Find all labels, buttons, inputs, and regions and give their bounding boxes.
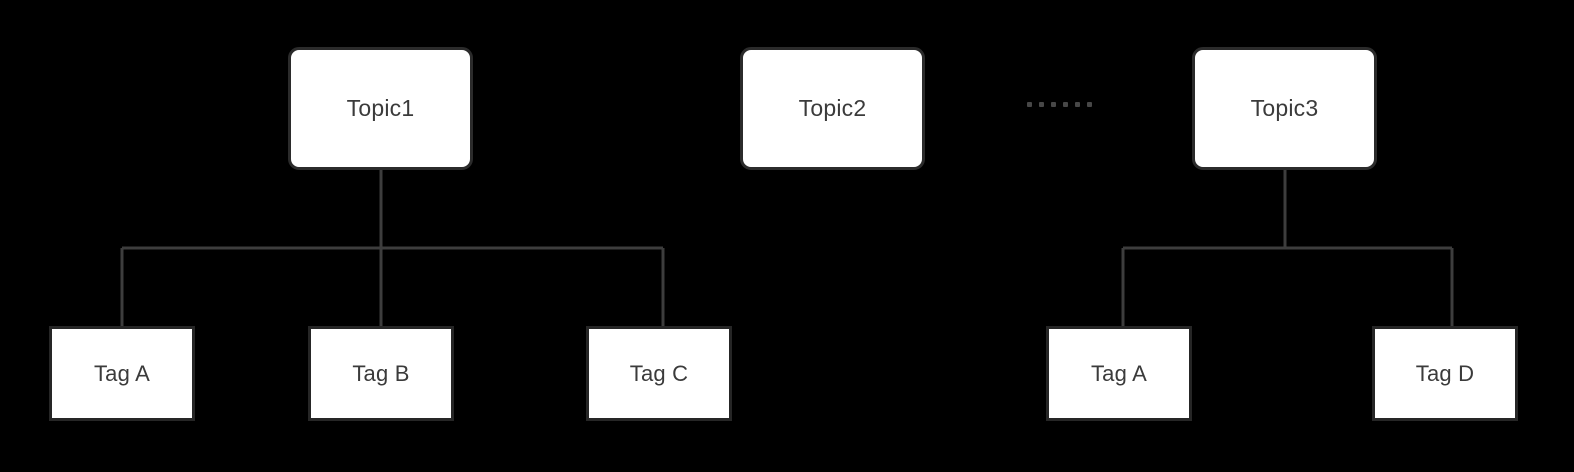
node-tag-a-topic3-label: Tag A	[1090, 360, 1148, 386]
ellipsis-dot	[1027, 102, 1032, 107]
node-tag-d[interactable]: Tag D	[1372, 326, 1518, 421]
node-tag-c-label: Tag C	[629, 360, 689, 386]
node-tag-b-label: Tag B	[352, 360, 410, 386]
node-tag-a-topic1[interactable]: Tag A	[49, 326, 195, 421]
node-tag-d-label: Tag D	[1415, 360, 1475, 386]
ellipsis-dot	[1039, 102, 1044, 107]
ellipsis-dot	[1051, 102, 1056, 107]
node-topic2-label: Topic2	[798, 95, 867, 121]
node-tag-a-topic3[interactable]: Tag A	[1046, 326, 1192, 421]
node-tag-c[interactable]: Tag C	[586, 326, 732, 421]
node-topic2[interactable]: Topic2	[740, 47, 925, 170]
node-topic1-label: Topic1	[346, 95, 415, 121]
node-topic3[interactable]: Topic3	[1192, 47, 1377, 170]
node-tag-b[interactable]: Tag B	[308, 326, 454, 421]
edge-group-topic3	[1121, 170, 1454, 326]
ellipsis-dots	[1027, 102, 1092, 107]
edge-group-topic1	[120, 170, 665, 326]
node-topic3-label: Topic3	[1250, 95, 1319, 121]
ellipsis-dot	[1063, 102, 1068, 107]
ellipsis-dot	[1075, 102, 1080, 107]
ellipsis-dot	[1087, 102, 1092, 107]
node-tag-a-topic1-label: Tag A	[93, 360, 151, 386]
node-topic1[interactable]: Topic1	[288, 47, 473, 170]
